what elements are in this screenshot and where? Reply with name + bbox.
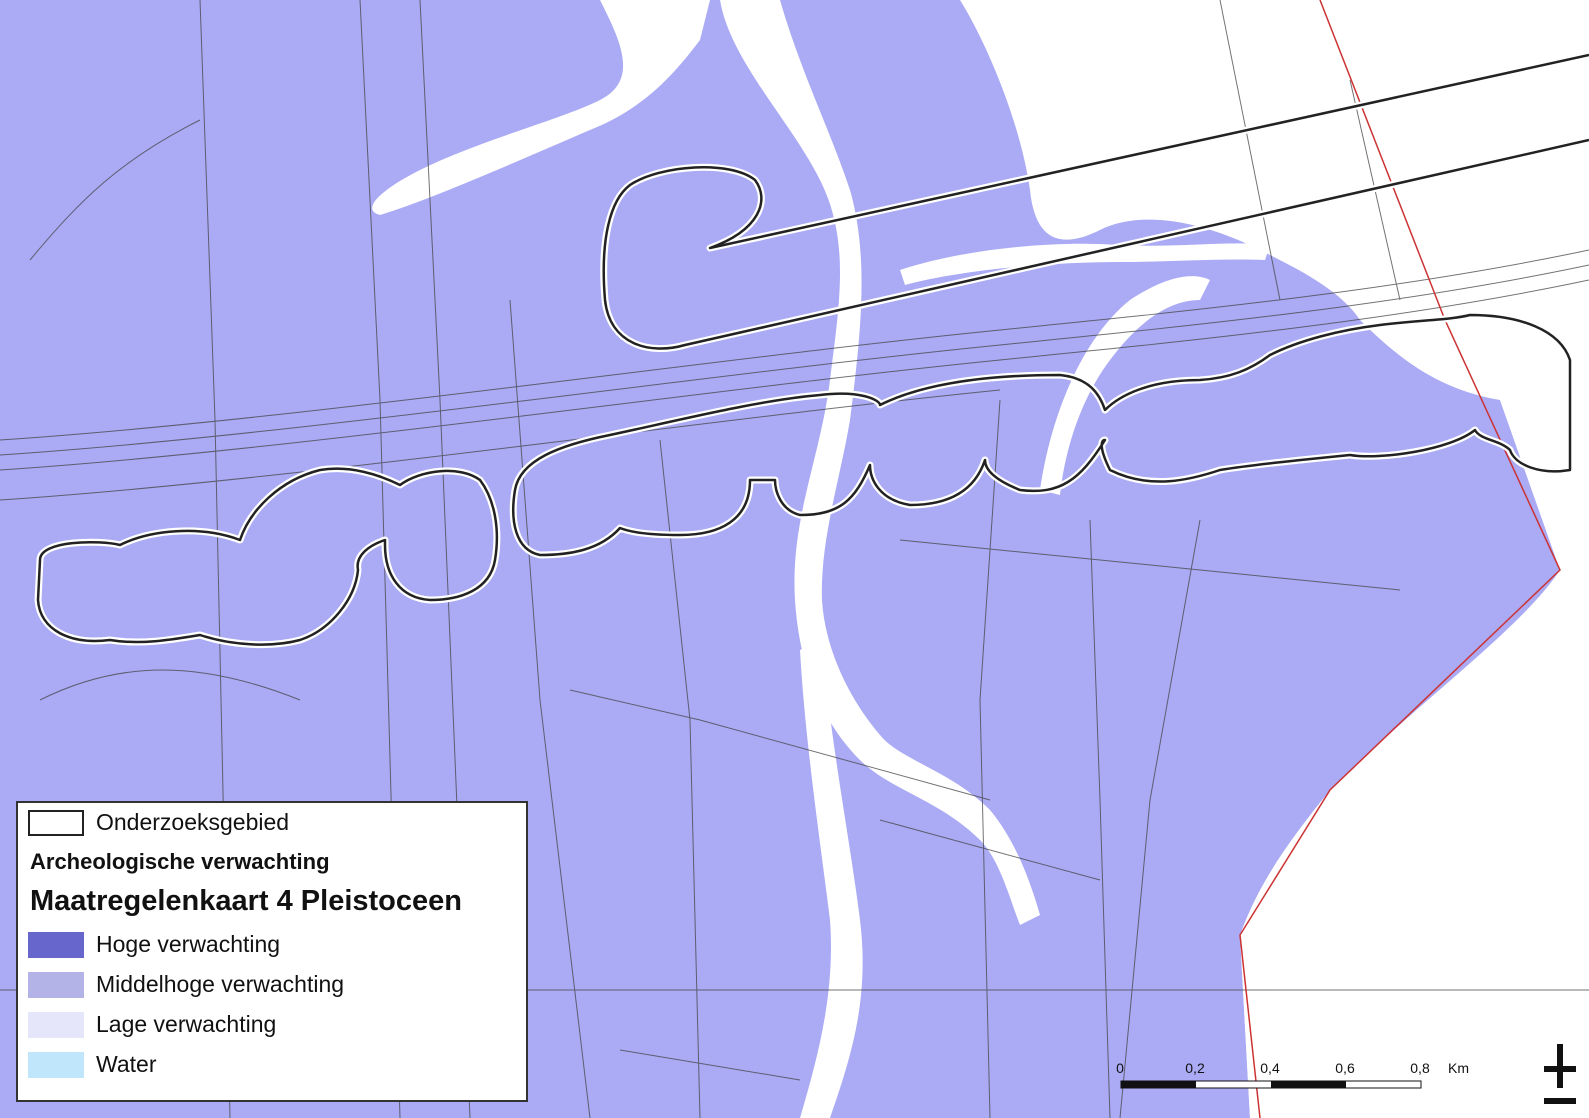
river-channel-lower	[800, 640, 863, 1118]
legend-study-area-label: Onderzoeksgebied	[96, 809, 290, 835]
map-legend: Onderzoeksgebied Archeologische verwacht…	[16, 801, 528, 1102]
scale-tick-label: 0,6	[1335, 1060, 1355, 1076]
legend-swatch	[28, 1051, 84, 1078]
scale-tick-label: 0,2	[1185, 1060, 1205, 1076]
scale-bar-graphic	[1120, 1080, 1422, 1089]
side-channel	[900, 243, 1270, 285]
legend-swatch	[28, 931, 84, 958]
legend-item: Lage verwachting	[28, 1011, 276, 1038]
legend-item: Water	[28, 1051, 157, 1078]
legend-item: Hoge verwachting	[28, 931, 280, 958]
legend-swatch	[28, 1011, 84, 1038]
study-area-outline	[34, 51, 1589, 649]
scale-tick-label: 0,8	[1410, 1060, 1430, 1076]
legend-label: Lage verwachting	[96, 1011, 277, 1037]
scale-tick-label: 0,4	[1260, 1060, 1280, 1076]
legend-swatch	[28, 971, 84, 998]
scale-unit-label: Km	[1448, 1060, 1469, 1076]
side-channel	[1040, 276, 1210, 495]
legend-item: Middelhoge verwachting	[28, 971, 344, 998]
legend-label: Water	[96, 1051, 157, 1077]
legend-study-area: Onderzoeksgebied	[28, 809, 289, 836]
north-arrow-icon	[1544, 1044, 1576, 1104]
river-channel	[720, 0, 1040, 925]
legend-label: Hoge verwachting	[96, 931, 281, 957]
legend-category-heading: Archeologische verwachting	[30, 849, 330, 874]
legend-label: Middelhoge verwachting	[96, 971, 345, 997]
unclassified-area	[1240, 300, 1589, 1118]
scale-bar: 0 0,2 0,4 0,6 0,8 Km	[1116, 1060, 1469, 1104]
map-title: Maatregelenkaart 4 Pleistoceen	[30, 885, 462, 917]
scale-tick-label: 0	[1116, 1060, 1124, 1076]
municipal-boundary	[1239, 0, 1561, 1118]
study-area-swatch	[28, 809, 84, 836]
